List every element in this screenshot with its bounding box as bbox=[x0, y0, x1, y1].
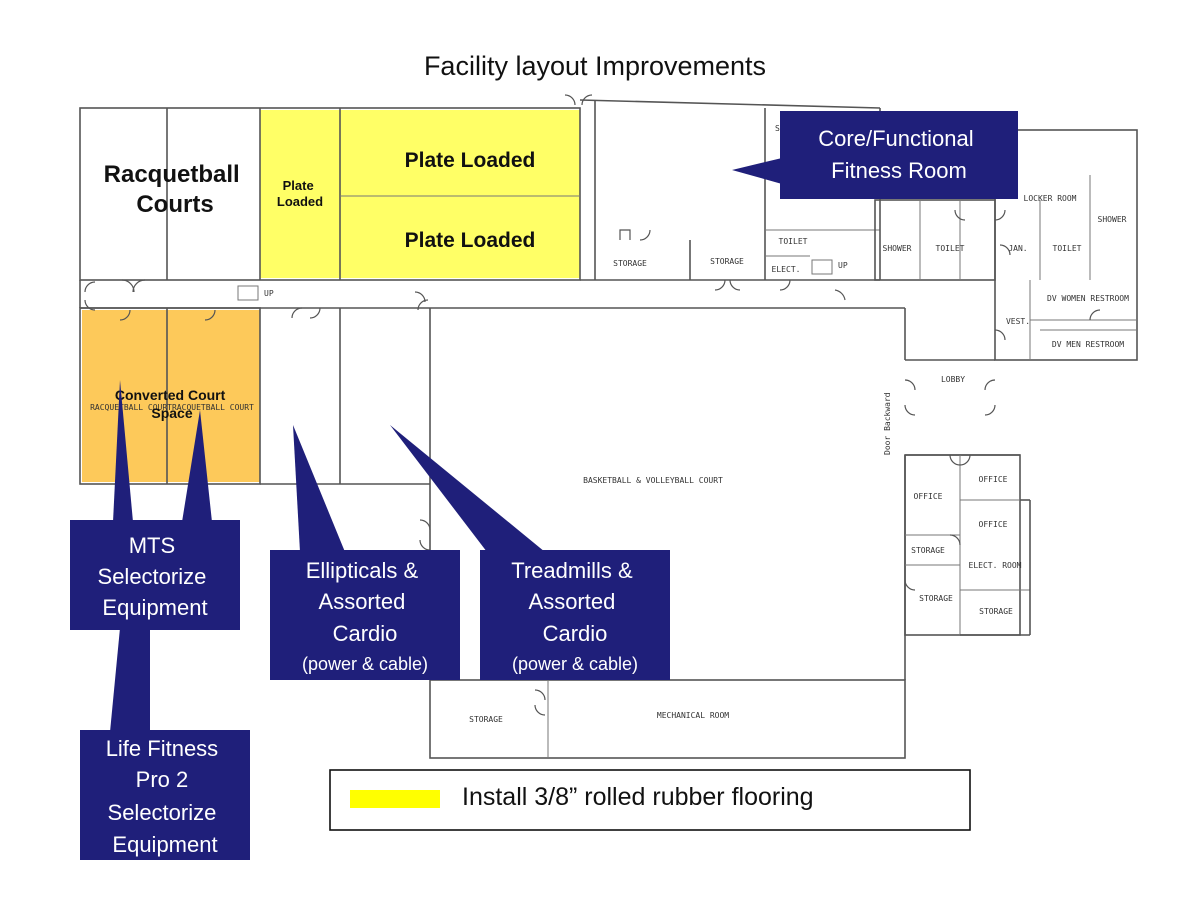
room-label: TOILET bbox=[1053, 244, 1082, 253]
room-label: ELECT. ROOM bbox=[969, 561, 1022, 570]
room-label: OFFICE bbox=[914, 492, 943, 501]
room-label: OFFICE bbox=[979, 475, 1008, 484]
svg-text:(power & cable): (power & cable) bbox=[512, 654, 638, 674]
callout-life-fitness: Life Fitness Pro 2 Selectorize Equipment bbox=[80, 628, 250, 860]
room-label: SHOWER bbox=[883, 244, 912, 253]
svg-text:Treadmills & Assorted: Treadmills & Assorted Cardio bbox=[511, 558, 639, 646]
rubber-flooring-area bbox=[260, 110, 580, 278]
room-label: TOILET bbox=[936, 244, 965, 253]
callout-mts: MTS Selectorize Equipment bbox=[70, 380, 240, 630]
callout-treadmills: Treadmills & Assorted Cardio (power & ca… bbox=[390, 425, 670, 680]
converted-court-label: Converted Court Space bbox=[115, 387, 229, 421]
svg-text:(power & cable): (power & cable) bbox=[302, 654, 428, 674]
svg-text:Ellipticals & Assorted: Ellipticals & Assorted Cardio bbox=[306, 558, 425, 646]
legend-swatch-yellow bbox=[350, 790, 440, 808]
racquetball-courts-label: Racquetball Courts bbox=[104, 161, 247, 218]
door-symbols bbox=[84, 94, 1101, 716]
room-label: DV WOMEN RESTROOM bbox=[1047, 294, 1129, 303]
svg-text:Life Fitness Pro 2: Life Fitness Pro 2 Selectorize Equipment bbox=[106, 736, 225, 857]
plate-loaded-bottom-label: Plate Loaded bbox=[405, 229, 536, 252]
page-title: Facility layout Improvements bbox=[424, 51, 766, 81]
room-label: STORAGE bbox=[613, 259, 647, 268]
svg-text:MTS Selectorize Eq: MTS Selectorize Equipment bbox=[98, 533, 213, 620]
room-label: LOBBY bbox=[941, 375, 965, 384]
wall-lines bbox=[79, 99, 1138, 759]
legend: Install 3/8” rolled rubber flooring bbox=[329, 769, 971, 831]
room-label: Door Backward bbox=[883, 392, 892, 455]
svg-text:Core/Functional Fitness: Core/Functional Fitness Room bbox=[818, 126, 979, 183]
room-label: BASKETBALL & VOLLEYBALL COURT bbox=[583, 476, 723, 485]
room-label: STORAGE bbox=[979, 607, 1013, 616]
racquetball-faint-label: RACQUETBALL COURTRACQUETBALL COURT bbox=[90, 403, 254, 412]
room-label: JAN. bbox=[1008, 244, 1027, 253]
room-labels: STORAGE STORAGE TOILET ELECT. UP UP SA S… bbox=[264, 124, 1129, 724]
room-label: STORAGE bbox=[469, 715, 503, 724]
room-label: UP bbox=[264, 289, 274, 298]
callout-core-functional: Core/Functional Fitness Room bbox=[732, 111, 1018, 199]
room-label: DV MEN RESTROOM bbox=[1052, 340, 1124, 349]
room-label: STORAGE bbox=[911, 546, 945, 555]
plate-loaded-top-label: Plate Loaded bbox=[405, 149, 536, 172]
room-label: ELECT. bbox=[772, 265, 801, 274]
room-label: MECHANICAL ROOM bbox=[657, 711, 729, 720]
room-label: LOCKER ROOM bbox=[1024, 194, 1077, 203]
room-label: STORAGE bbox=[710, 257, 744, 266]
room-label: SHOWER bbox=[1098, 215, 1127, 224]
converted-court-area bbox=[82, 310, 260, 482]
callout-ellipticals: Ellipticals & Assorted Cardio (power & c… bbox=[270, 425, 460, 680]
room-label: TOILET bbox=[779, 237, 808, 246]
room-label: STORAGE bbox=[919, 594, 953, 603]
room-label: OFFICE bbox=[979, 520, 1008, 529]
room-label: VEST. bbox=[1006, 317, 1030, 326]
legend-label: Install 3/8” rolled rubber flooring bbox=[462, 783, 814, 811]
room-label: SA bbox=[775, 124, 785, 133]
room-label: UP bbox=[838, 261, 848, 270]
plate-loaded-small-label: Plate Loaded bbox=[277, 178, 323, 209]
